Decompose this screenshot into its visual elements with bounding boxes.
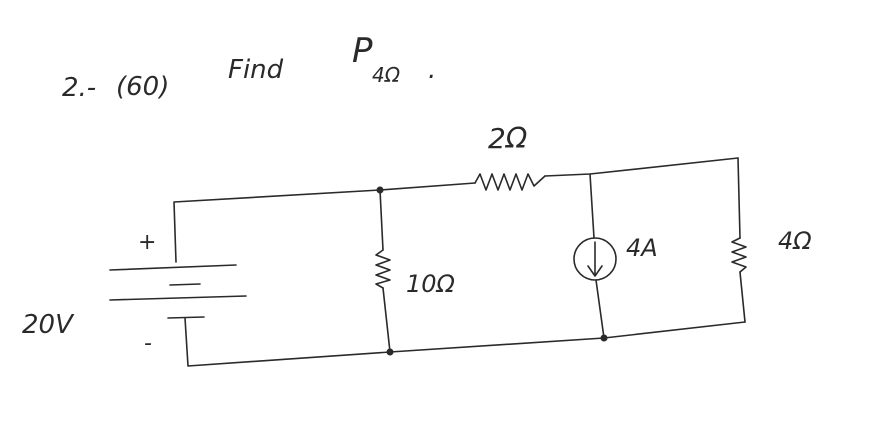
shunt-resistor-label: 10Ω: [406, 270, 456, 298]
top-right-wire: [544, 157, 739, 177]
bottom-wire: [184, 317, 746, 367]
node-top-left: [376, 186, 384, 194]
find-word: Find: [228, 55, 284, 85]
load-resistor: 4Ω: [731, 227, 812, 273]
battery-long-plate-2: [109, 295, 247, 301]
series-resistor: 2Ω: [474, 122, 546, 191]
series-resistor-zigzag: [474, 173, 546, 191]
current-source: 4A: [573, 234, 658, 281]
voltage-source: + - 20V: [22, 230, 247, 356]
shunt-resistor-zigzag: [375, 249, 391, 289]
shunt-resistor: 10Ω: [375, 249, 456, 298]
problem-statement: 2.- (60) Find P 4Ω .: [62, 31, 436, 103]
current-source-circle: [573, 237, 617, 281]
current-source-label: 4A: [626, 234, 658, 262]
problem-number: 2.-: [62, 73, 96, 103]
battery-long-plate: [109, 264, 237, 271]
node-bottom-right: [600, 334, 608, 342]
current-source-branch-top: [589, 173, 595, 239]
current-arrow-head: [587, 265, 603, 277]
source-label: 20V: [22, 310, 75, 340]
series-resistor-label: 2Ω: [488, 122, 528, 155]
source-plus-sign: +: [138, 230, 156, 255]
top-left-wire: [173, 182, 476, 263]
battery-short-plate-top: [169, 283, 201, 286]
period: .: [428, 55, 436, 85]
power-symbol: P: [352, 31, 373, 71]
current-source-branch-bottom: [595, 279, 605, 339]
source-minus-sign: -: [144, 331, 152, 356]
load-branch-bottom: [739, 271, 746, 323]
node-bottom-left: [386, 348, 394, 356]
wires: [173, 157, 746, 367]
nodes: [376, 186, 608, 356]
load-resistor-label: 4Ω: [778, 227, 812, 255]
power-subscript: 4Ω: [372, 63, 401, 87]
battery-short-plate-bottom: [167, 316, 205, 319]
shunt-branch-bottom: [382, 287, 391, 353]
load-resistor-zigzag: [731, 237, 747, 273]
problem-points: (60): [116, 72, 169, 102]
shunt-branch-top: [379, 189, 384, 251]
load-branch-top: [737, 157, 741, 239]
